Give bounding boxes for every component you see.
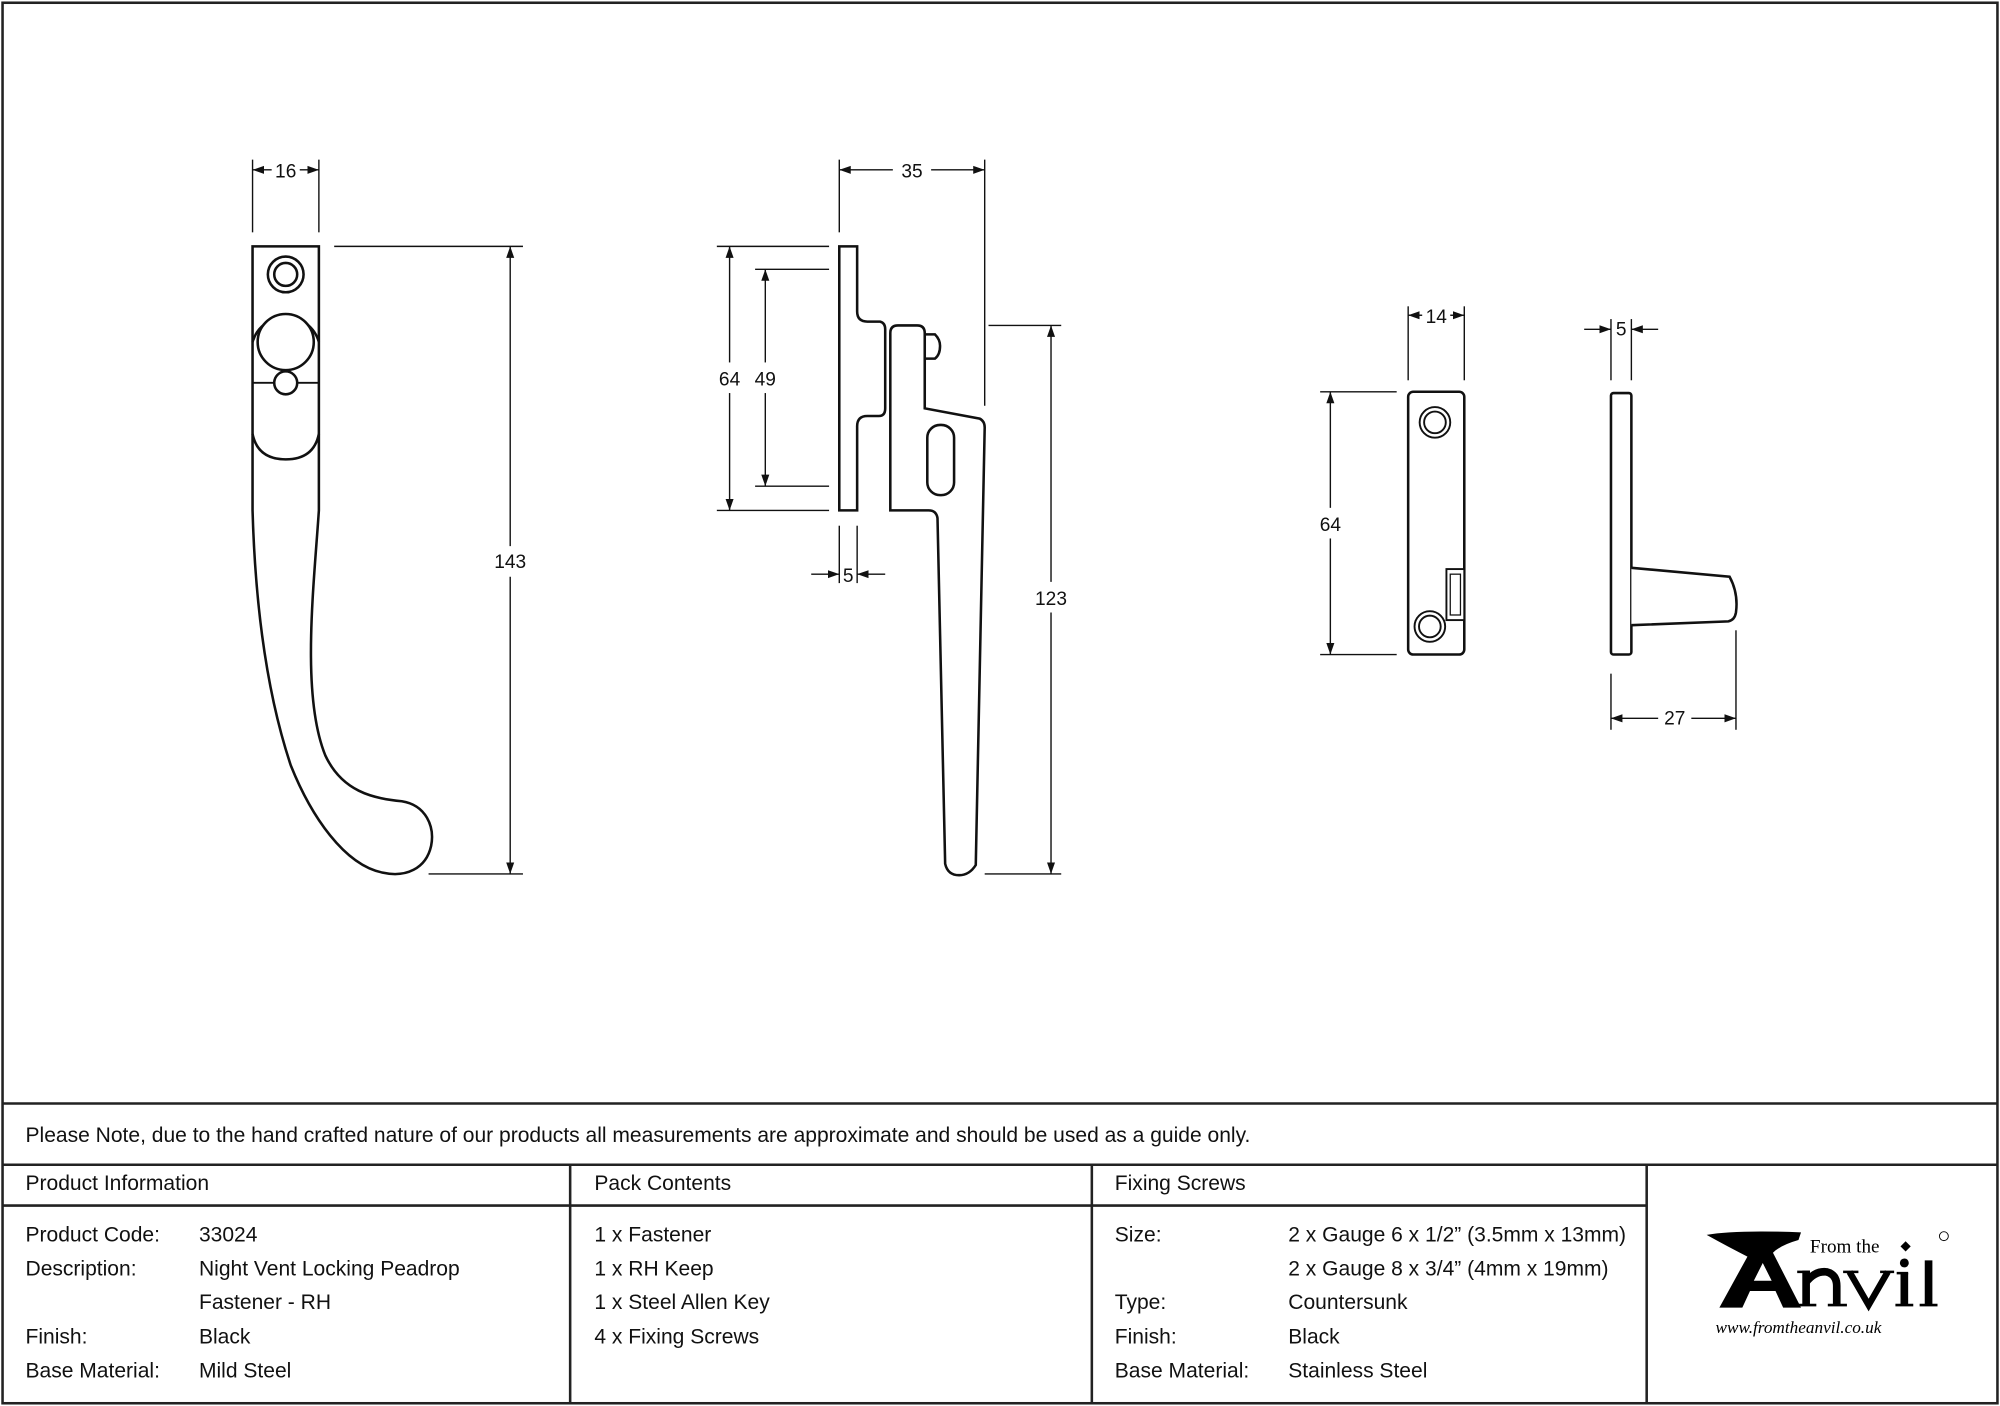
- label-size: Size:: [1115, 1223, 1162, 1246]
- value-size-cont: 2 x Gauge 8 x 3/4” (4mm x 19mm): [1288, 1258, 1608, 1281]
- dimension-label: 5: [1616, 320, 1627, 341]
- dimension-label: 64: [1320, 515, 1342, 536]
- keep-front-view: [1406, 390, 1466, 656]
- dimension-label-backing: [1317, 514, 1344, 536]
- dimension-label: 14: [1426, 307, 1448, 328]
- dimension-fastener-depth: 35: [838, 159, 986, 406]
- dimension-peadrop-height: 143: [334, 245, 529, 875]
- fixing-screws-heading: Fixing Screws: [1115, 1172, 1246, 1195]
- list-item: 1 x Fastener: [594, 1223, 711, 1246]
- dimension-label-backing: [840, 565, 857, 587]
- list-item: 1 x RH Keep: [594, 1258, 713, 1281]
- label-finish: Finish:: [26, 1325, 88, 1348]
- value-size: 2 x Gauge 6 x 1/2” (3.5mm x 13mm): [1288, 1223, 1626, 1246]
- dimension-keep-thickness: 5: [1584, 319, 1659, 381]
- dimension-keep-width: 14: [1407, 306, 1465, 381]
- dimension-handle-height: 123: [984, 324, 1070, 875]
- keep-side-view: [1609, 391, 1738, 656]
- dimension-keep-projection: 27: [1610, 630, 1737, 730]
- dimension-label: 27: [1664, 709, 1685, 730]
- logo-url: www.fromtheanvil.co.uk: [1716, 1318, 1882, 1337]
- dimension-plate-fixing-centres: 49: [752, 268, 830, 487]
- label-base-material: Base Material:: [1115, 1360, 1249, 1383]
- dimension-label: 35: [901, 161, 922, 182]
- diamond-icon: [1900, 1241, 1911, 1252]
- fastener-side-view: [838, 245, 986, 877]
- value-description-cont: Fastener - RH: [199, 1291, 331, 1314]
- dimension-label-backing: [1613, 319, 1630, 341]
- list-item: 4 x Fixing Screws: [594, 1325, 759, 1348]
- list-item: 1 x Steel Allen Key: [594, 1291, 770, 1314]
- dimension-label: 143: [494, 552, 526, 573]
- dimension-label-backing: [491, 551, 529, 573]
- pack-contents-list: 1 x Fastener 1 x RH Keep 1 x Steel Allen…: [594, 1223, 770, 1348]
- logo-from-the: From the: [1810, 1237, 1880, 1258]
- product-information-rows: Product Code: 33024 Description: Night V…: [26, 1223, 460, 1382]
- measurement-note: Please Note, due to the hand crafted nat…: [26, 1124, 1251, 1147]
- label-product-code: Product Code:: [26, 1223, 160, 1246]
- dimension-label-backing: [1032, 588, 1070, 610]
- label-finish: Finish:: [1115, 1325, 1177, 1348]
- product-information-heading: Product Information: [26, 1172, 210, 1195]
- label-description: Description:: [26, 1258, 137, 1281]
- dimension-label: 64: [719, 369, 741, 390]
- dimension-label-backing: [752, 369, 779, 391]
- info-table: Please Note, due to the hand crafted nat…: [2, 1102, 1998, 1404]
- peadrop-handle-front-view: [251, 245, 434, 876]
- dimension-label-backing: [716, 369, 744, 391]
- anvil-icon: [1706, 1231, 1802, 1308]
- value-base-material: Mild Steel: [199, 1360, 291, 1383]
- dimension-label: 5: [843, 566, 854, 587]
- dimension-plate-height: 64: [716, 245, 830, 512]
- from-the-anvil-logo: From the www.fromtheanvil.co.uk: [1706, 1231, 1949, 1337]
- dimension-label-backing: [1423, 306, 1450, 328]
- value-finish: Black: [199, 1325, 251, 1348]
- value-product-code: 33024: [199, 1223, 258, 1246]
- value-description: Night Vent Locking Peadrop: [199, 1258, 460, 1281]
- dimension-peadrop-width: 16: [251, 159, 320, 233]
- value-base-material: Stainless Steel: [1288, 1360, 1427, 1383]
- dimension-label: 49: [755, 369, 776, 390]
- dimension-label: 16: [275, 161, 296, 182]
- label-base-material: Base Material:: [26, 1360, 160, 1383]
- logo-brand-lettering: [1795, 1258, 1938, 1312]
- value-type: Countersunk: [1288, 1291, 1408, 1314]
- dimension-label-backing: [272, 161, 299, 183]
- fixing-screws-rows: Size: 2 x Gauge 6 x 1/2” (3.5mm x 13mm) …: [1115, 1223, 1626, 1382]
- dimension-label: 123: [1035, 589, 1067, 610]
- value-finish: Black: [1288, 1325, 1340, 1348]
- label-type: Type:: [1115, 1291, 1166, 1314]
- dimension-label-backing: [898, 161, 926, 183]
- dimension-keep-height: 64: [1317, 391, 1397, 656]
- registered-mark-icon: [1938, 1231, 1949, 1242]
- dimension-label-backing: [1661, 708, 1688, 730]
- pack-contents-heading: Pack Contents: [594, 1172, 731, 1195]
- dimension-plate-thickness: 5: [811, 525, 886, 587]
